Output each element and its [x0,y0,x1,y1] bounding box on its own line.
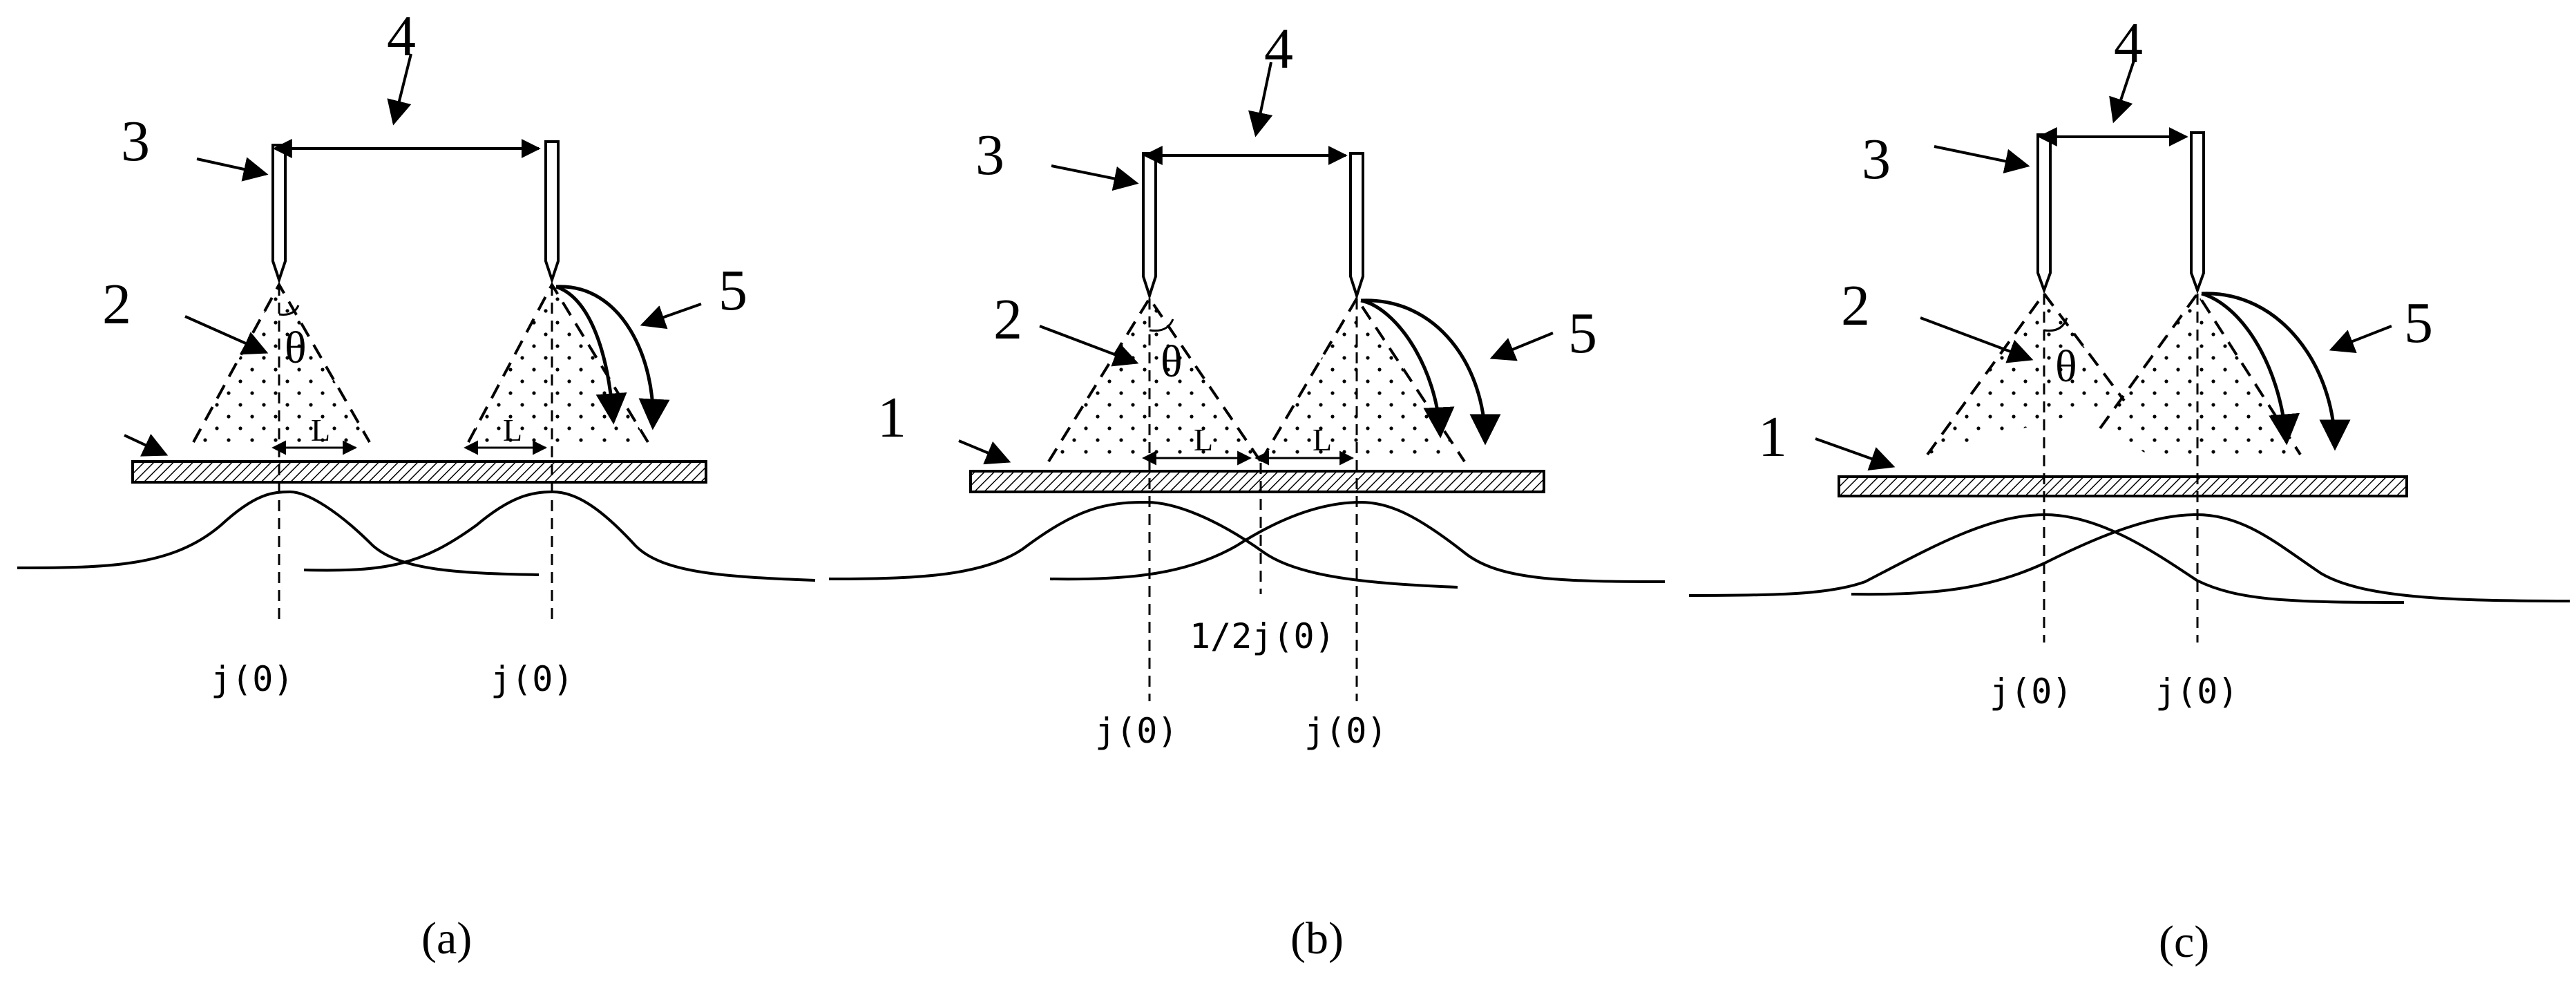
label-2: 2 [102,272,131,336]
spray-cone-right [2100,294,2300,455]
label-4: 4 [1264,17,1293,81]
label-3: 3 [121,109,150,173]
label-1: 1 [1758,405,1787,469]
label-2: 2 [1841,274,1870,338]
distribution-right [1851,513,2570,602]
substrate [1838,475,2408,497]
label-3: 3 [1862,127,1891,191]
label-j-right: j(0) [490,659,573,699]
distribution-left [17,490,540,576]
nozzle-right [544,140,560,285]
panel-caption: (c) [2159,917,2209,967]
label-theta: θ [285,323,307,373]
spray-cone-right [468,285,648,442]
distribution-right [303,490,816,582]
label-5: 5 [1568,301,1597,365]
label-l-right: L [503,412,522,448]
theta-arc [278,305,300,316]
label-l-right: L [1313,422,1332,457]
substrate [969,470,1545,493]
panel-b: 3 4 2 5 1 θ L L 1/2j(0) j(0) j(0) (b) [828,17,1666,964]
distribution-left [828,500,1458,589]
label-j-right: j(0) [2155,672,2238,712]
label-theta: θ [1161,336,1183,387]
label-4: 4 [387,4,416,68]
label-theta: θ [2055,341,2077,392]
spray-cone-right [1261,298,1464,461]
label-1: 1 [877,385,906,450]
label-5: 5 [2404,291,2433,355]
label-j-left: j(0) [1095,711,1178,751]
panel-caption: (a) [421,913,472,964]
spray-cone-left [1927,294,2124,455]
spray-cone-left [193,285,370,442]
panel-caption: (b) [1290,913,1344,964]
label-l-left: L [311,412,330,448]
nozzle-left [2036,133,2052,294]
label-2: 2 [993,287,1022,352]
label-j-right: j(0) [1304,711,1387,751]
nozzle-right [2190,131,2205,294]
substrate [131,460,707,484]
label-l-left: L [1194,422,1213,457]
theta-arc [2043,317,2068,332]
label-3: 3 [975,123,1004,187]
nozzle-left [1142,152,1157,301]
panel-a: 3 4 2 5 θ L L j(0) j(0) (a) [17,4,816,964]
label-j-left: j(0) [211,659,294,699]
label-4: 4 [2114,11,2143,75]
spray-cone-left [1049,298,1261,461]
distribution-left [1688,513,2405,604]
label-j-left: j(0) [1990,672,2072,712]
distribution-right [1049,500,1666,583]
panel-c: 3 4 2 5 1 θ j(0) j(0) (c) [1688,11,2570,967]
nozzle-right [1349,152,1364,301]
theta-arc [1149,318,1174,332]
label-5: 5 [718,258,747,323]
label-j-mid: 1/2j(0) [1190,616,1335,656]
nozzle-left [271,144,287,285]
